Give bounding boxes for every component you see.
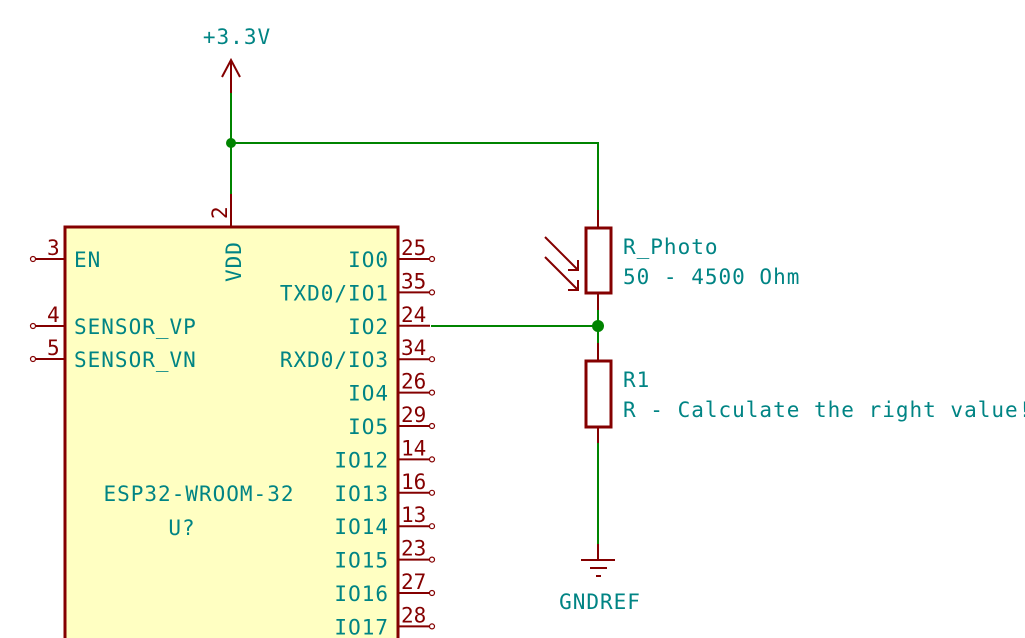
pin-number: 23 [401,537,426,561]
rphoto-value: 50 - 4500 Ohm [623,265,800,289]
pin-number: 4 [47,303,60,327]
pin-number: 13 [401,503,426,527]
ground-icon [581,544,615,577]
pin-number: 14 [401,436,426,460]
wire-3v3-to-rphoto[interactable] [231,142,599,210]
pin-name: SENSOR_VP [74,315,197,339]
pin-name: VDD [222,241,246,282]
resistor-r1[interactable]: R1 R - Calculate the right value! [584,343,1025,443]
ic-reference: U? [168,516,195,540]
power-label: +3.3V [203,25,271,49]
pin-name: IO15 [334,549,389,573]
power-arrow-icon [221,57,241,93]
pin-name: IO4 [348,382,389,406]
pin-endpoint[interactable] [428,356,436,363]
pin-endpoint[interactable] [29,322,37,330]
ground-symbol[interactable]: GNDREF [559,544,641,614]
pin-number: 35 [401,269,426,293]
pin-number: 24 [401,303,426,327]
pin-endpoint[interactable] [428,523,436,530]
pin-name: TXD0/IO1 [280,281,389,305]
r1-body[interactable] [584,359,613,429]
pin-endpoint[interactable] [428,456,436,463]
pin-name: IO16 [334,582,389,606]
pin-number: 27 [401,570,426,594]
pin-name: RXD0/IO3 [280,348,389,372]
junction-divider [592,320,604,332]
pin-name: IO17 [334,615,389,638]
resistor-photo[interactable]: R_Photo 50 - 4500 Ohm [544,210,800,310]
r1-value: R - Calculate the right value! [623,398,1025,422]
pin-vdd[interactable]: 2 VDD [208,194,246,282]
ground-label: GNDREF [559,590,641,614]
r1-reference: R1 [623,368,650,392]
pin-endpoint[interactable] [428,489,436,496]
pin-number: 25 [401,236,426,260]
pin-name: IO5 [348,415,389,439]
ic-body[interactable] [63,225,400,638]
rphoto-reference: R_Photo [623,235,719,259]
right-pins: 25IO035TXD0/IO124IO234RXD0/IO326IO429IO5… [280,236,436,638]
pin-endpoint[interactable] [428,255,436,263]
pin-endpoint[interactable] [29,355,37,363]
pin-number: 29 [401,403,426,427]
pin-name: IO12 [334,448,389,472]
pin-endpoint[interactable] [428,422,436,430]
pin-name: SENSOR_VN [74,348,197,372]
pin-endpoint[interactable] [428,589,436,597]
pin-number: 34 [401,336,426,360]
pin-name: IO13 [334,482,389,506]
pin-number: 5 [47,336,60,360]
ic-value: ESP32-WROOM-32 [103,482,294,506]
pin-number: 2 [208,206,232,219]
pin-endpoint[interactable] [428,289,436,296]
pin-number: 26 [401,370,426,394]
light-arrows-icon [544,236,579,291]
pin-endpoint[interactable] [428,556,436,563]
pin-name: EN [74,248,101,272]
pin-number: 28 [401,603,426,627]
pin-name: IO0 [348,248,389,272]
pin-number: 16 [401,470,426,494]
pin-name: IO2 [348,315,389,339]
pin-endpoint[interactable] [29,255,37,263]
pin-endpoint[interactable] [428,389,436,396]
junction-3v3 [226,138,236,148]
power-symbol-3v3[interactable]: +3.3V [203,25,271,93]
rphoto-body[interactable] [584,226,613,295]
pin-endpoint[interactable] [428,623,436,630]
pin-name: IO14 [334,515,389,539]
pin-number: 3 [47,236,60,260]
